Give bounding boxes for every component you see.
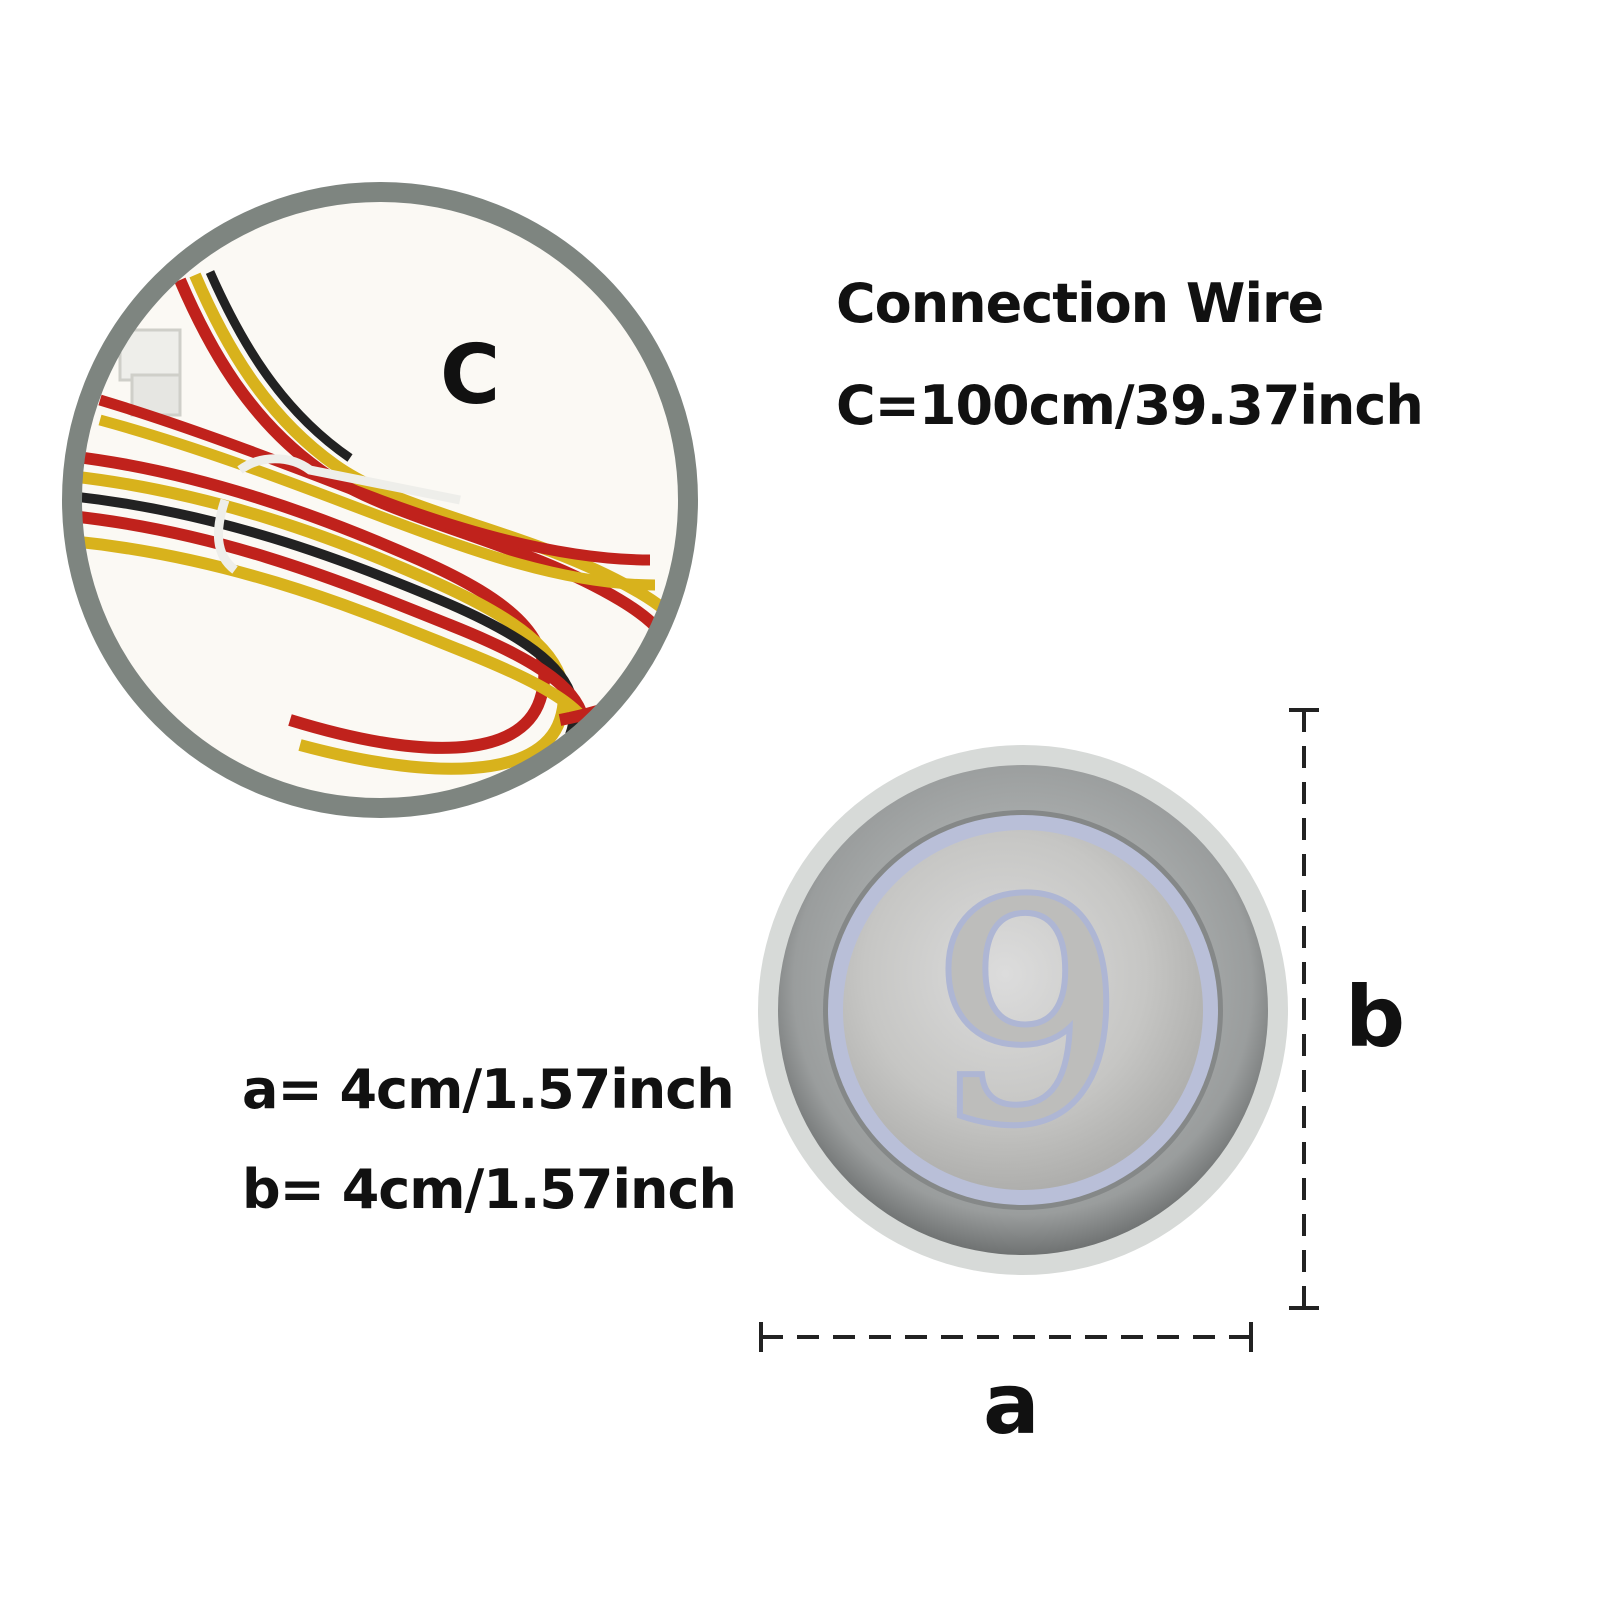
dimension-a-label: a= 4cm/1.57inch <box>242 1058 735 1121</box>
wire-title: Connection Wire <box>836 272 1324 335</box>
floor-number: 9 <box>933 840 1124 1189</box>
wire-marker-c: C <box>440 328 500 423</box>
dimension-line-b <box>1289 708 1319 1310</box>
inset-frame <box>62 182 698 818</box>
wire-length-label: C=100cm/39.37inch <box>836 374 1424 437</box>
dimension-marker-a: a <box>983 1355 1040 1453</box>
dimension-marker-b: b <box>1345 968 1405 1066</box>
wire-photo-inset <box>62 182 698 818</box>
dimension-b-label: b= 4cm/1.57inch <box>242 1158 737 1221</box>
dimension-line-a <box>759 1322 1253 1352</box>
button-face <box>843 830 1203 1190</box>
floor-number-outline: 9 <box>933 840 1124 1189</box>
wire-bundle <box>72 270 688 775</box>
elevator-button: 9 9 <box>758 745 1288 1275</box>
